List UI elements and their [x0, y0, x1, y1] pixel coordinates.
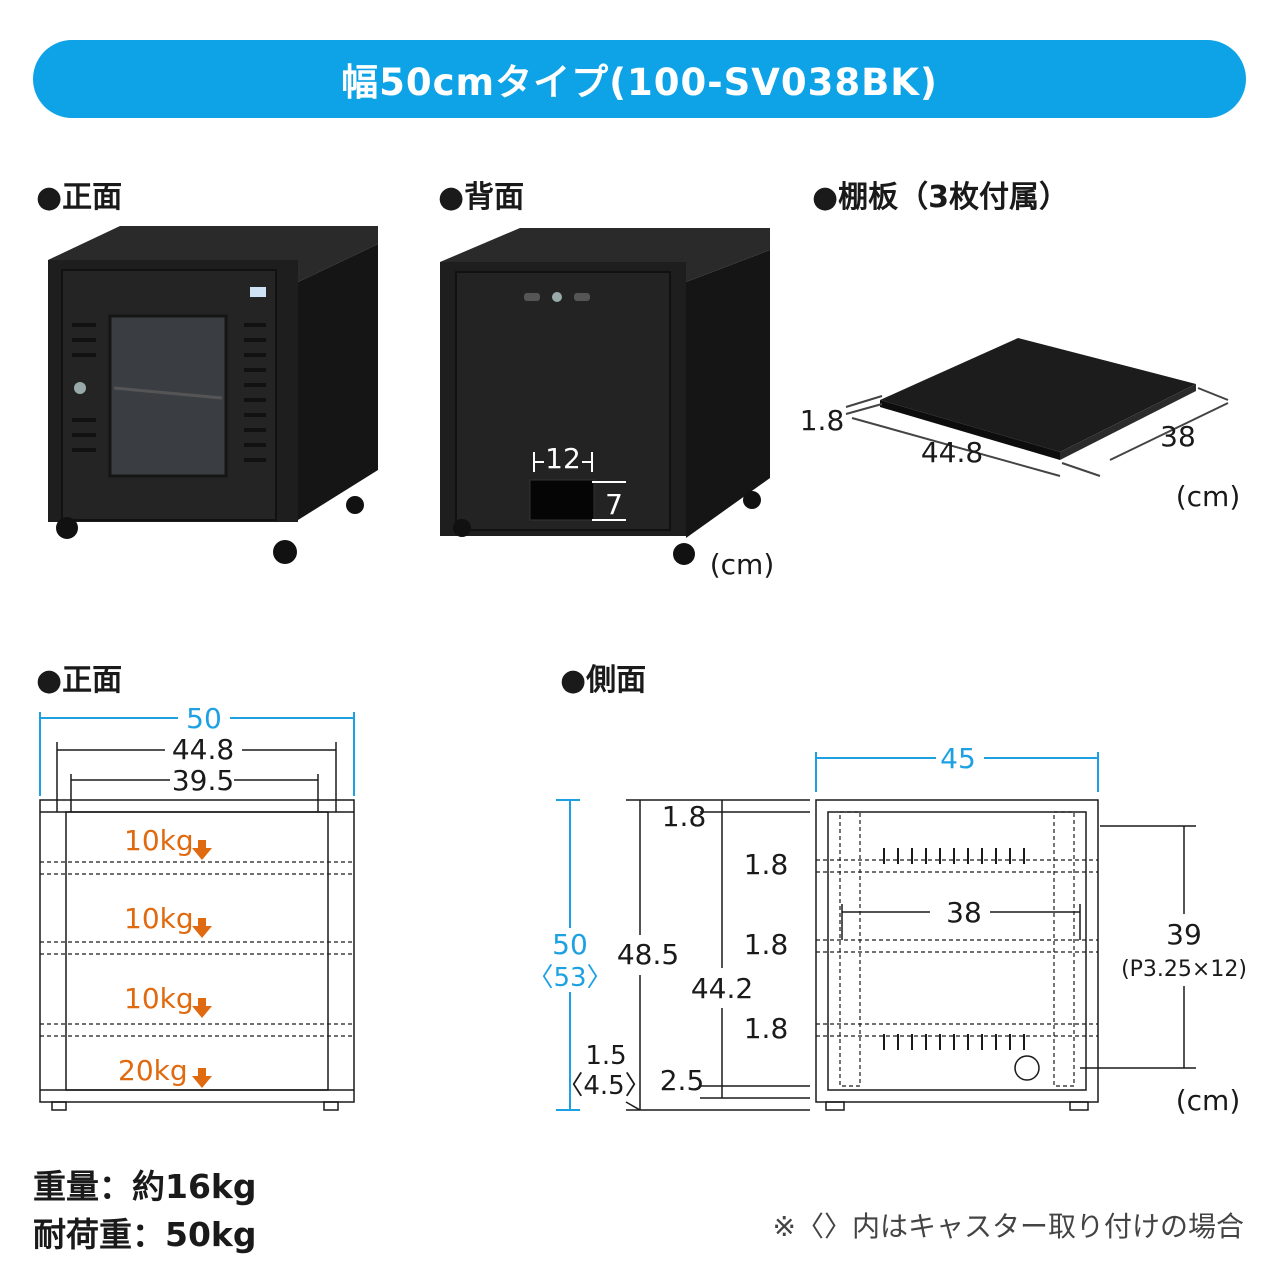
load-capacity-spec: 耐荷重：50kg	[33, 1215, 257, 1254]
shelf-width-label: 44.8	[921, 436, 983, 469]
hole-width-label: 12	[545, 442, 581, 475]
side-drawing-heading: ●側面	[560, 663, 647, 698]
caster-wheels	[56, 496, 364, 564]
front-rail-width-label: 39.5	[172, 764, 234, 797]
lock-icon	[74, 382, 86, 394]
bottom-load: 20kg	[118, 1054, 188, 1087]
side-shelf3-label: 1.8	[744, 1012, 789, 1045]
side-h1-label: 48.5	[617, 938, 679, 971]
brand-logo-icon	[250, 287, 266, 297]
side-inner-depth-label: 38	[946, 896, 982, 929]
shelf-load-3: 10kg	[124, 982, 194, 1015]
front-drawing: 50 44.8 39.5 10kg 10kg 10kg 20kg	[39, 702, 355, 1111]
shelf-load-1: 10kg	[124, 824, 194, 857]
back-cabinet-photo: 12 7 (cm)	[440, 228, 774, 581]
banner-title: 幅50cmタイプ(100-SV038BK)	[341, 61, 938, 104]
back-photo-heading: ●背面	[438, 180, 525, 215]
caster-footnote: ※〈〉内はキャスター取り付けの場合	[772, 1210, 1244, 1243]
shelf-depth-label: 38	[1160, 420, 1196, 453]
side-top-thickness-label: 1.8	[662, 800, 707, 833]
side-base-label: 2.5	[660, 1064, 705, 1097]
side-height-label: 50	[552, 928, 588, 961]
back-unit-label: (cm)	[710, 548, 775, 581]
side-unit-label: (cm)	[1176, 1084, 1241, 1117]
side-h2-label: 44.2	[691, 972, 753, 1005]
front-drawing-heading: ●正面	[36, 663, 123, 698]
shelf-photo: 1.8 44.8 38 (cm)	[800, 338, 1241, 513]
load-arrow-icon	[192, 840, 212, 1088]
side-rail-height-label: 39	[1166, 918, 1202, 951]
weight-spec: 重量：約16kg	[33, 1167, 257, 1206]
side-height-caster-label: 〈53〉	[527, 963, 612, 993]
front-inner-width-label: 44.8	[172, 733, 234, 766]
side-shelf2-label: 1.8	[744, 928, 789, 961]
side-shelf1-label: 1.8	[744, 848, 789, 881]
shelf-unit-label: (cm)	[1176, 480, 1241, 513]
lock-icon	[552, 292, 562, 302]
side-drawing: 45 50 〈53〉 48.5 44.2 1.8 1.8 1.8 1.8 1.5…	[527, 742, 1246, 1117]
side-bottom-label: 1.5	[585, 1041, 626, 1071]
front-cabinet-photo	[48, 226, 378, 564]
front-photo-heading: ●正面	[36, 180, 123, 215]
side-bottom-caster-label: 〈4.5〉	[557, 1071, 650, 1101]
title-banner: 幅50cmタイプ(100-SV038BK)	[33, 40, 1246, 118]
shelf-photo-heading: ●棚板（3枚付属）	[812, 180, 1070, 215]
shelf-thickness-label: 1.8	[800, 404, 845, 437]
hole-height-label: 7	[605, 488, 623, 521]
side-pitch-label: (P3.25×12)	[1121, 957, 1247, 982]
cable-hole	[529, 479, 595, 521]
front-width-label: 50	[186, 702, 222, 735]
side-depth-label: 45	[940, 742, 976, 775]
shelf-load-2: 10kg	[124, 902, 194, 935]
